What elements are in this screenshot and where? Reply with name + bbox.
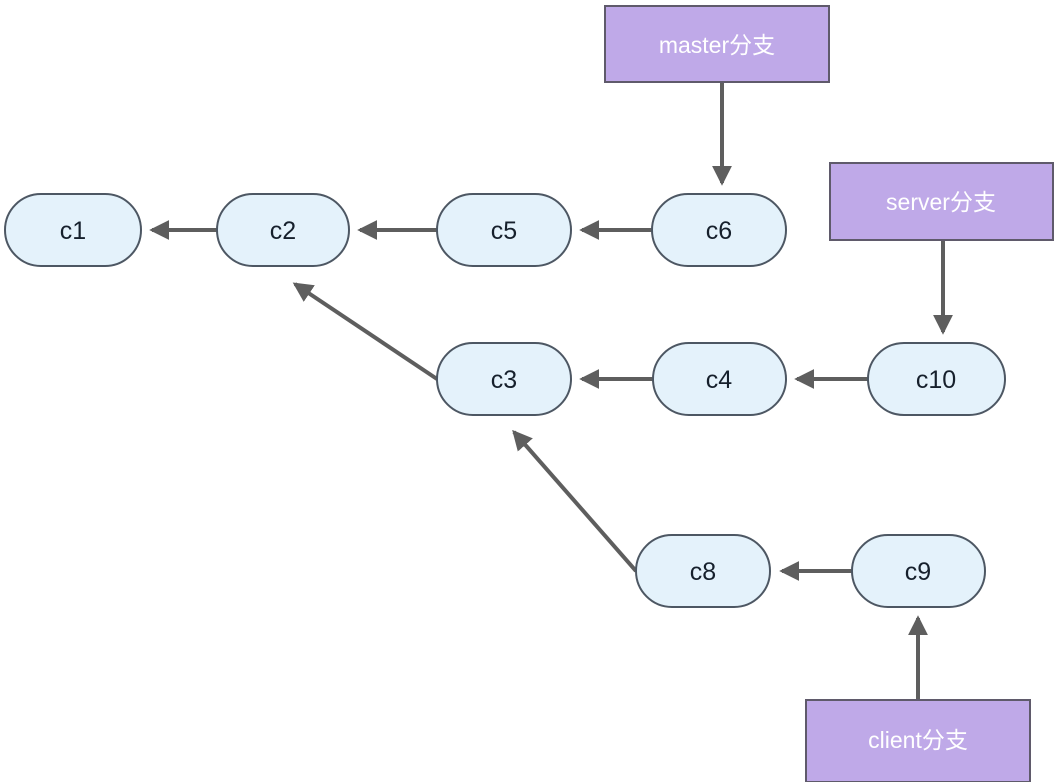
branch-shape xyxy=(805,699,1031,782)
commit-label: c10 xyxy=(916,366,956,394)
branch-shape xyxy=(604,5,830,83)
edge-c8-to-c3 xyxy=(512,429,638,573)
commit-shape xyxy=(436,193,572,267)
commit-c10[interactable]: c10 xyxy=(867,342,1006,416)
commit-c1[interactable]: c1 xyxy=(4,193,142,267)
commit-c2[interactable]: c2 xyxy=(216,193,350,267)
edges-layer xyxy=(149,82,953,700)
commit-shape xyxy=(436,342,572,416)
branch-client[interactable]: client分支 xyxy=(805,699,1031,782)
commit-shape xyxy=(651,193,787,267)
commit-label: c1 xyxy=(60,217,86,245)
commit-label: c5 xyxy=(491,217,517,245)
commit-shape xyxy=(851,534,986,608)
branch-label: client分支 xyxy=(868,727,968,753)
commit-c9[interactable]: c9 xyxy=(851,534,986,608)
commit-label: c3 xyxy=(491,366,517,394)
commit-shape xyxy=(867,342,1006,416)
branch-master[interactable]: master分支 xyxy=(604,5,830,83)
commit-c3[interactable]: c3 xyxy=(436,342,572,416)
commit-c8[interactable]: c8 xyxy=(635,534,771,608)
commit-shape xyxy=(216,193,350,267)
branch-shape xyxy=(829,162,1054,241)
commit-label: c2 xyxy=(270,217,296,245)
branch-label: server分支 xyxy=(886,189,996,215)
commit-label: c4 xyxy=(706,366,733,394)
commit-c5[interactable]: c5 xyxy=(436,193,572,267)
branch-label: master分支 xyxy=(659,32,775,58)
commit-shape xyxy=(635,534,771,608)
branch-server[interactable]: server分支 xyxy=(829,162,1054,241)
commit-c4[interactable]: c4 xyxy=(652,342,787,416)
commit-label: c6 xyxy=(706,217,732,245)
commit-label: c9 xyxy=(905,558,931,586)
commit-c6[interactable]: c6 xyxy=(651,193,787,267)
commit-shape xyxy=(652,342,787,416)
commit-label: c8 xyxy=(690,558,716,586)
commit-shape xyxy=(4,193,142,267)
edge-c3-to-c2 xyxy=(292,282,439,381)
